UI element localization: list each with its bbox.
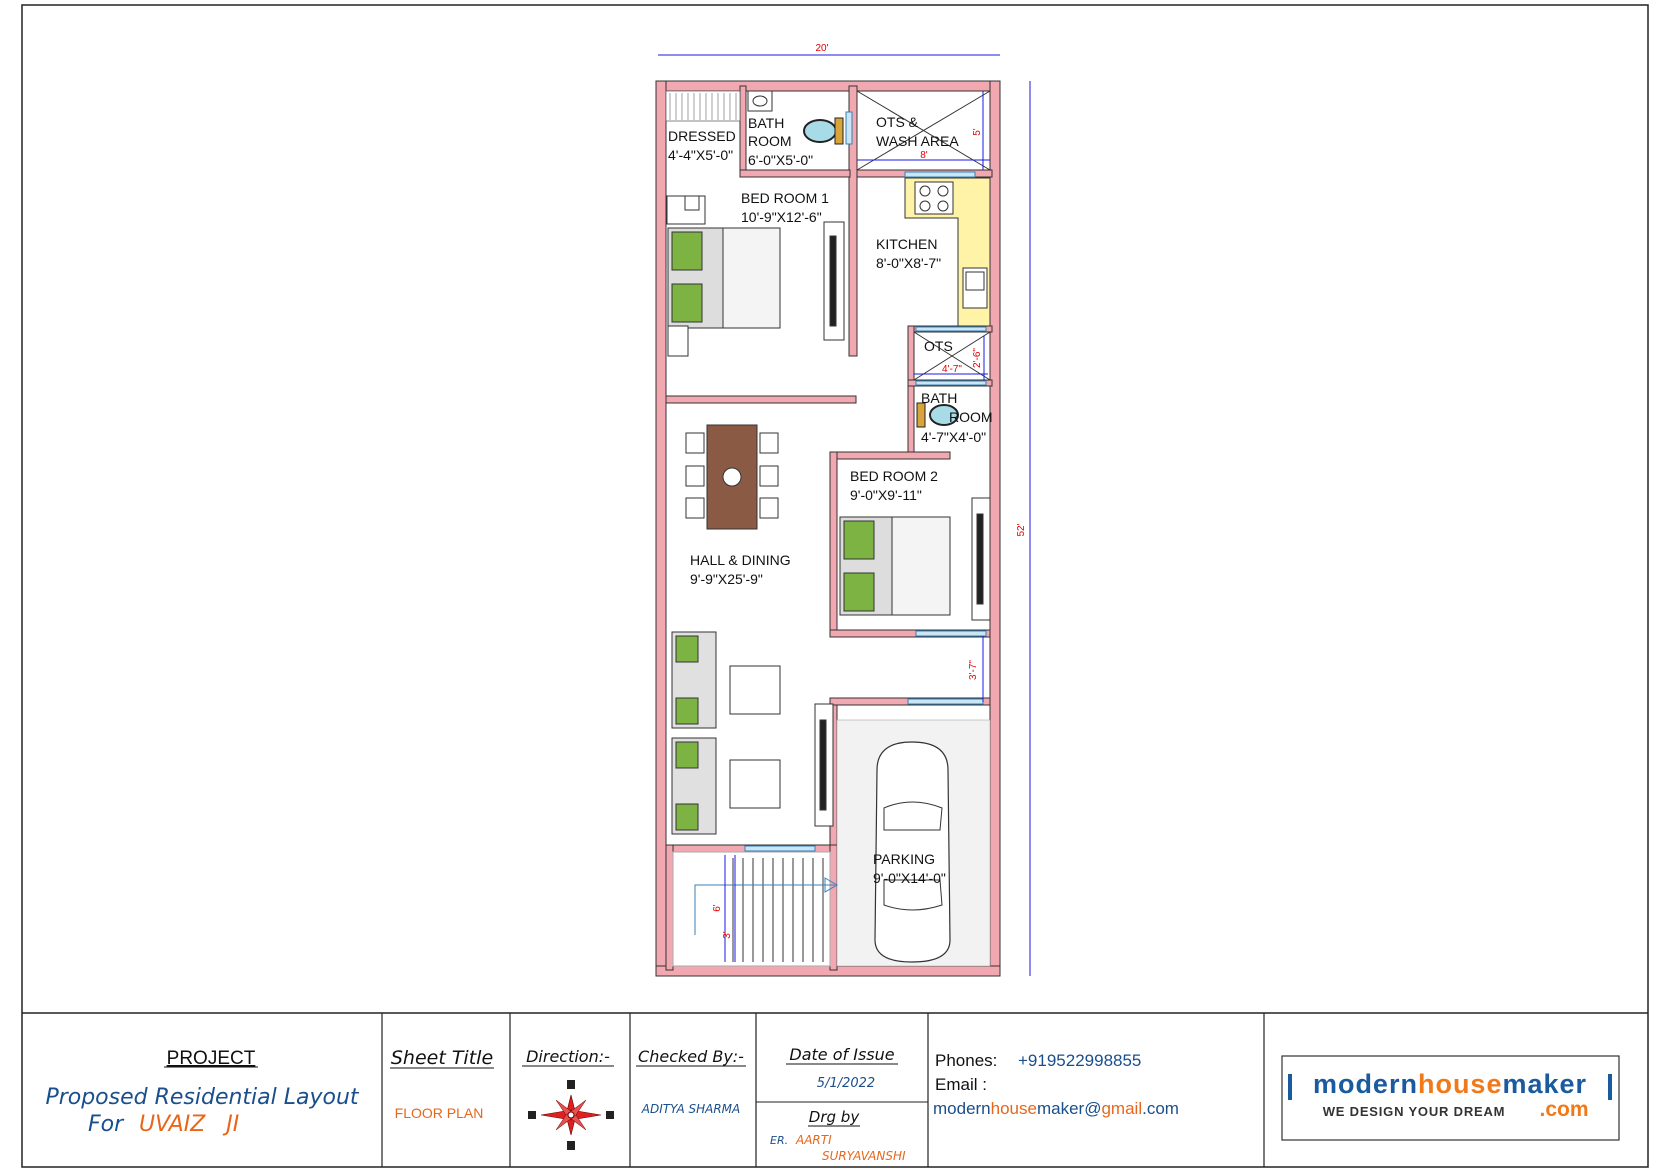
dim-ots-h: 8'	[920, 150, 928, 161]
bath1-fixtures	[747, 90, 844, 145]
logo-wordmark: modernhousemaker	[1313, 1069, 1587, 1099]
dim-ots2-h: 4'-7"	[942, 364, 962, 375]
bath2-name1: BATH	[921, 390, 957, 406]
windows	[744, 111, 987, 852]
bed2-size: 9'-0"X9'-11"	[850, 487, 922, 503]
sheet-title-value: FLOOR PLAN	[395, 1105, 484, 1121]
date-label: Date of Issue	[789, 1045, 894, 1064]
sheet-border	[21, 4, 1649, 1168]
ots-duct	[913, 331, 991, 381]
date-value: 5/1/2022	[817, 1076, 875, 1091]
logo-com: .com	[1539, 1098, 1588, 1121]
hall-name: HALL & DINING	[690, 552, 791, 568]
staircase	[672, 851, 838, 967]
phones-label: Phones:	[935, 1051, 997, 1070]
bed1-furniture	[666, 195, 845, 357]
bath1-size: 6'-0"X5'-0"	[748, 152, 813, 168]
logo-tagline: WE DESIGN YOUR DREAM	[1323, 1104, 1506, 1119]
title-block: PROJECT Proposed Residential Layout For …	[22, 1012, 1648, 1167]
wardrobe-hatch	[665, 90, 741, 122]
drg-label: Drg by	[809, 1108, 861, 1126]
dimension-lines	[658, 54, 1031, 976]
bath1-name1: BATH	[748, 115, 784, 131]
bed2-furniture	[839, 497, 991, 621]
dressed-size: 4'-4"X5'-0"	[668, 147, 733, 163]
bath2-name2: ROOM	[949, 409, 993, 425]
ots-wash-name1: OTS &	[876, 114, 919, 130]
dining-set	[685, 424, 779, 530]
bed1-size: 10'-9"X12'-6"	[741, 209, 822, 225]
brand-logo: modernhousemaker WE DESIGN YOUR DREAM .c…	[1281, 1055, 1620, 1141]
floor-plan: 20' 52' 8' 5' 4'-7" 2'-6" 3'-7" 6' 3' DR…	[655, 43, 1031, 977]
dressed-name: DRESSED	[668, 128, 736, 144]
bath2-fixtures	[916, 402, 959, 428]
email-label: Email :	[935, 1075, 987, 1094]
direction-label: Direction:-	[526, 1047, 610, 1066]
drg-name2: SURYAVANSHI	[822, 1149, 906, 1163]
bath1-name2: ROOM	[748, 133, 792, 149]
parking-area	[836, 719, 991, 967]
checked-value: ADITYA SHARMA	[641, 1102, 741, 1116]
phones-value: +919522998855	[1018, 1051, 1141, 1070]
dim-stair-b: 3'	[722, 931, 733, 939]
room-labels: DRESSED 4'-4"X5'-0" BATH ROOM 6'-0"X5'-0…	[668, 114, 993, 886]
compass-rose-icon	[528, 1080, 614, 1150]
sheet-title-label: Sheet Title	[391, 1047, 493, 1069]
bed2-name: BED ROOM 2	[850, 468, 938, 484]
kitchen-size: 8'-0"X8'-7"	[876, 255, 941, 271]
dim-ots-v: 5'	[972, 128, 983, 136]
email-value[interactable]: modernhousemaker@gmail.com	[933, 1099, 1179, 1118]
hall-size: 9'-9"X25'-9"	[690, 571, 763, 587]
project-label: PROJECT	[167, 1048, 256, 1069]
bath2-size: 4'-7"X4'-0"	[921, 429, 986, 445]
living-furniture	[671, 631, 834, 835]
ots-wash-name2: WASH AREA	[876, 133, 959, 149]
project-for: For	[88, 1112, 125, 1137]
dimension-labels: 20' 52' 8' 5' 4'-7" 2'-6" 3'-7" 6' 3'	[712, 43, 1027, 939]
drg-name1: AARTI	[795, 1133, 832, 1147]
parking-name: PARKING	[873, 851, 935, 867]
ots-wash-area	[856, 90, 991, 171]
drg-prefix: ER.	[770, 1134, 788, 1147]
bed1-name: BED ROOM 1	[741, 190, 829, 206]
parking-size: 9'-0"X14'-0"	[873, 870, 946, 886]
dim-stair-a: 6'	[712, 904, 723, 912]
kitchen-counter	[904, 177, 991, 327]
project-client: UVAIZ JI	[139, 1112, 239, 1137]
checked-label: Checked By:-	[638, 1047, 744, 1066]
project-title: Proposed Residential Layout	[45, 1085, 359, 1110]
dim-passage: 3'-7"	[968, 660, 979, 680]
dim-ots2-v: 2'-6"	[972, 348, 983, 368]
dim-length-label: 52'	[1016, 523, 1027, 536]
dim-width-label: 20'	[815, 43, 828, 54]
kitchen-name: KITCHEN	[876, 236, 937, 252]
ots2-name: OTS	[924, 338, 953, 354]
